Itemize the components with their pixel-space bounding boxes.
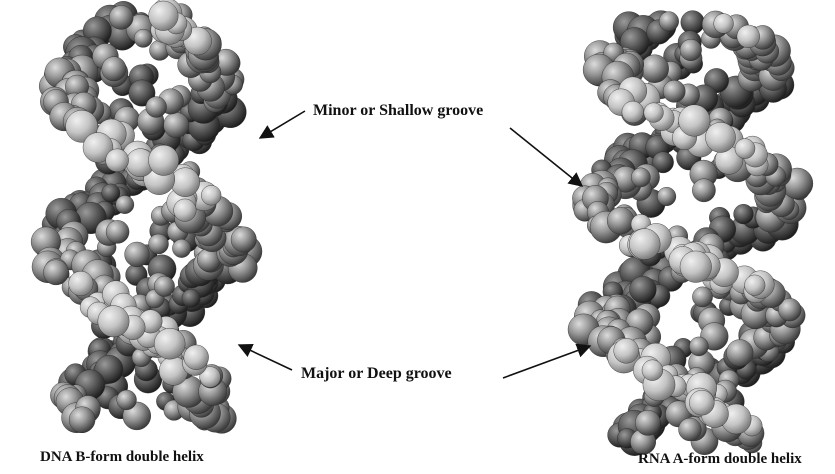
atom-sphere	[98, 306, 129, 337]
atom-sphere	[117, 390, 137, 410]
atom-sphere	[182, 289, 200, 307]
atom-sphere	[69, 407, 95, 433]
atom-sphere	[134, 29, 152, 47]
atom-sphere	[630, 276, 657, 303]
atom-sphere	[109, 5, 133, 29]
atom-sphere	[146, 97, 167, 118]
atom-sphere	[692, 179, 715, 202]
atom-sphere	[148, 145, 178, 175]
atom-sphere	[184, 345, 209, 370]
minor-groove-label: Minor or Shallow groove	[313, 102, 483, 120]
atom-sphere	[69, 271, 94, 296]
atom-sphere	[106, 220, 129, 243]
atom-sphere	[164, 112, 189, 137]
major-groove-arrow-dna	[239, 345, 292, 370]
atom-sphere	[607, 207, 634, 234]
atom-sphere	[659, 12, 679, 32]
atom-sphere	[644, 103, 664, 123]
atom-sphere	[663, 80, 685, 102]
atom-sphere	[680, 39, 702, 61]
minor-groove-arrow-dna	[260, 111, 305, 138]
atom-sphere	[149, 234, 169, 254]
atom-sphere	[737, 25, 760, 48]
atom-sphere	[726, 340, 753, 367]
atom-sphere	[125, 242, 150, 267]
atom-sphere	[642, 360, 663, 381]
minor-groove-arrow-rna	[510, 128, 582, 186]
atom-sphere	[106, 149, 129, 172]
atom-sphere	[614, 338, 639, 363]
atom-sphere	[154, 276, 174, 296]
atom-sphere	[714, 14, 734, 34]
atom-sphere	[102, 57, 126, 81]
atom-sphere	[692, 287, 712, 307]
atom-sphere	[657, 187, 676, 206]
atom-sphere	[43, 260, 68, 285]
atom-sphere	[689, 337, 708, 356]
atom-sphere	[631, 168, 650, 187]
dna-caption: DNA B-form double helix	[40, 449, 204, 466]
atom-sphere	[154, 328, 185, 359]
atom-sphere	[705, 122, 735, 152]
atom-sphere	[679, 105, 711, 137]
atom-sphere	[745, 275, 766, 296]
atom-sphere	[679, 418, 702, 441]
dna-space-filling-model	[31, 0, 262, 433]
rna-caption: RNA A-form double helix	[638, 451, 802, 468]
atom-sphere	[201, 185, 221, 205]
atom-sphere	[635, 410, 660, 435]
atom-sphere	[689, 390, 714, 415]
atom-sphere	[231, 227, 256, 252]
rna-space-filling-model	[568, 11, 813, 456]
atom-sphere	[172, 239, 190, 257]
atom-sphere	[680, 251, 712, 283]
atom-sphere	[681, 11, 705, 35]
atom-sphere	[149, 1, 179, 31]
atom-sphere	[735, 139, 755, 159]
major-groove-arrow-rna	[503, 346, 590, 378]
atom-sphere	[171, 168, 200, 197]
atom-sphere	[629, 229, 660, 260]
atom-sphere	[174, 199, 197, 222]
atom-sphere	[641, 55, 669, 83]
atom-sphere	[622, 101, 644, 123]
atom-sphere	[734, 204, 754, 224]
major-groove-label: Major or Deep groove	[301, 365, 452, 383]
atom-sphere	[116, 196, 134, 214]
